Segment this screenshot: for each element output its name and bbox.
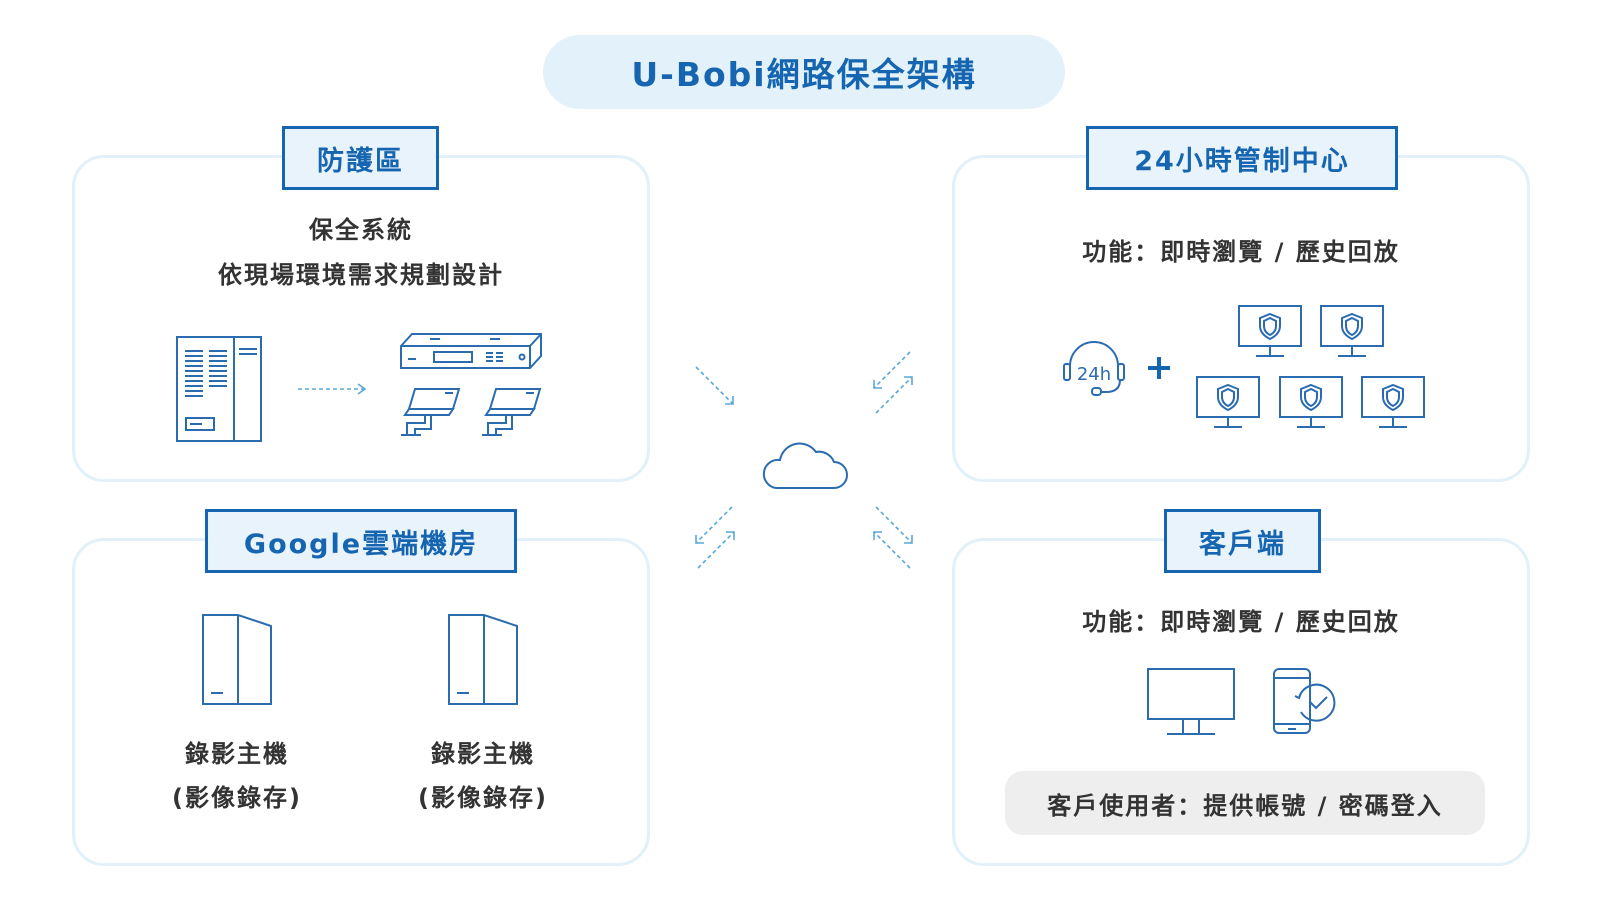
- shield-monitor-icon: [1279, 376, 1343, 428]
- mobile-sync-icon: [1273, 668, 1336, 734]
- client-tag: 客戶端: [1164, 509, 1321, 573]
- protection-zone-panel: [72, 155, 650, 482]
- server-sublabel: (影像錄存): [172, 784, 302, 812]
- server-sublabel: (影像錄存): [418, 784, 548, 812]
- server-label: 錄影主機: [185, 740, 289, 768]
- camera-icon-left: [401, 388, 461, 436]
- server-icon: [448, 614, 518, 705]
- server-icon: [202, 614, 272, 705]
- server-label: 錄影主機: [431, 740, 535, 768]
- client-function-text: 功能：即時瀏覽 / 歷史回放: [1082, 608, 1400, 636]
- dashed-arrow-icon: [298, 383, 367, 395]
- headset-24h-icon: 24h: [1063, 341, 1125, 396]
- control-center-tag: 24小時管制中心: [1086, 126, 1398, 190]
- protection-zone-line2: 依現場環境需求規劃設計: [218, 261, 504, 289]
- desktop-monitor-icon: [1147, 668, 1235, 735]
- diagram-title: U-Bobi網路保全架構: [543, 35, 1065, 109]
- headset-24h-label: 24h: [1077, 364, 1111, 385]
- google-cloud-tag: Google雲端機房: [205, 509, 517, 573]
- plus-icon: [1148, 357, 1170, 379]
- control-center-function-text: 功能：即時瀏覽 / 歷史回放: [1082, 238, 1400, 266]
- shield-monitor-icon: [1196, 376, 1260, 428]
- camera-icon-right: [482, 388, 542, 436]
- shield-monitor-icon: [1238, 305, 1302, 357]
- shield-monitor-icon: [1361, 376, 1425, 428]
- control-panel-icon: [176, 336, 262, 442]
- protection-zone-tag: 防護區: [282, 126, 439, 190]
- cloud-icon: [762, 442, 848, 489]
- recorder-device-icon: [400, 333, 542, 369]
- shield-monitor-icon: [1320, 305, 1384, 357]
- client-user-note: 客戶使用者：提供帳號 / 密碼登入: [1005, 771, 1485, 835]
- protection-zone-line1: 保全系統: [309, 216, 413, 244]
